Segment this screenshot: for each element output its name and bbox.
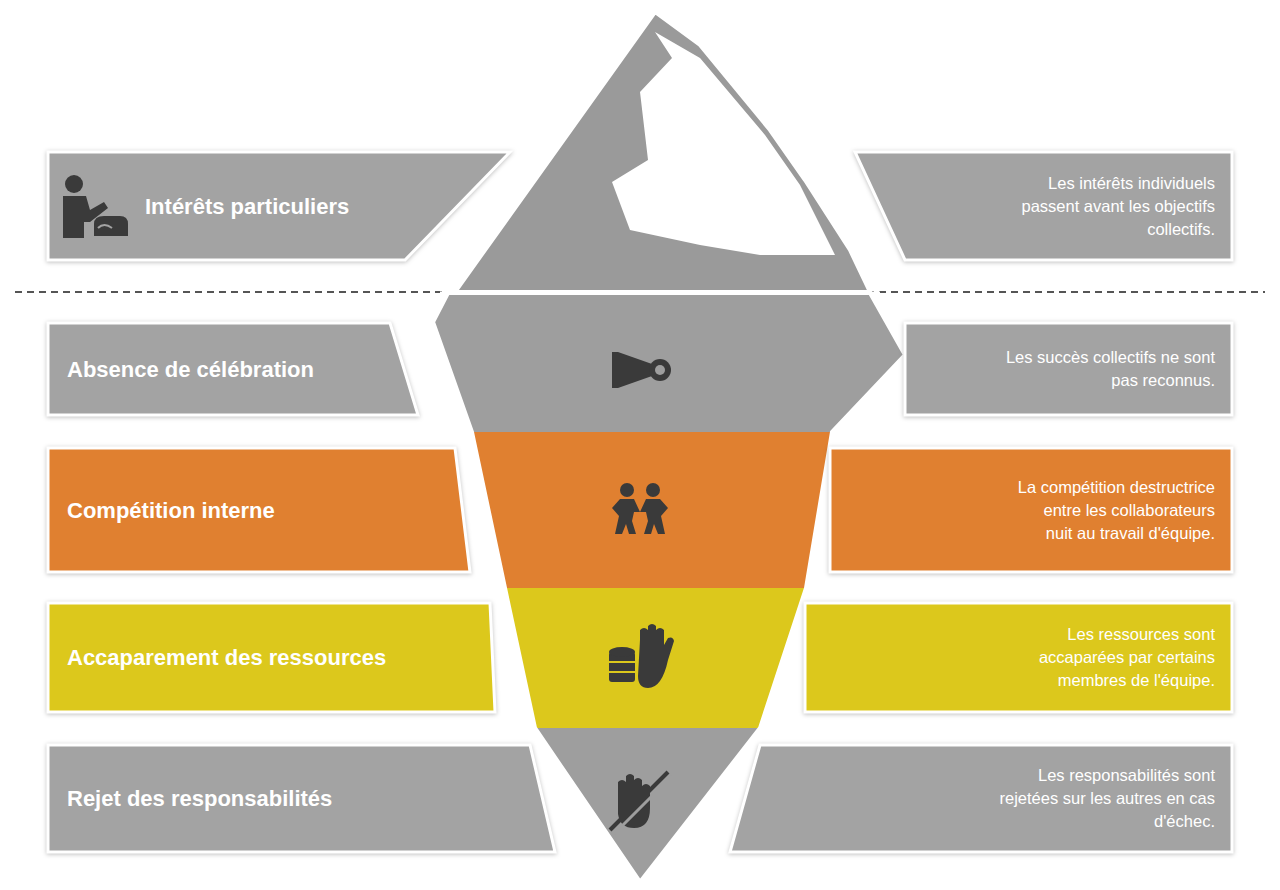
rejection-icon — [610, 772, 672, 834]
band-title: Accaparement des ressources — [67, 642, 386, 673]
band-divider — [440, 292, 880, 295]
band-fill — [48, 603, 495, 712]
band-fill — [830, 448, 1232, 572]
title-band: Rejet des responsabilités — [48, 745, 555, 852]
band-fill — [48, 448, 470, 572]
band-description: La compétition destructrice entre les co… — [1015, 476, 1215, 545]
band-fill — [48, 152, 510, 260]
band-fill — [805, 603, 1232, 712]
band-description: Les intérêts individuels passent avant l… — [1010, 172, 1215, 241]
band-fill — [855, 152, 1232, 260]
description-band: Les responsabilités sont rejetées sur le… — [730, 745, 1232, 852]
band-fill — [905, 323, 1232, 415]
title-band: Accaparement des ressources — [48, 603, 495, 712]
band-title: Intérêts particuliers — [145, 191, 349, 222]
title-band: Intérêts particuliers — [48, 152, 510, 260]
band-description: Les succès collectifs ne sont pas reconn… — [1000, 346, 1215, 392]
band-description: Les ressources sont accaparées par certa… — [1015, 623, 1215, 692]
description-band: Les succès collectifs ne sont pas reconn… — [905, 323, 1232, 415]
band-shape — [905, 323, 1232, 415]
hoarding-icon — [609, 624, 674, 688]
band-description: Les responsabilités sont rejetées sur le… — [990, 764, 1215, 833]
iceberg-snow — [612, 32, 835, 255]
band-title: Absence de célébration — [67, 354, 314, 385]
title-band: Compétition interne — [48, 448, 470, 572]
competition-icon — [612, 483, 668, 534]
person-icon — [60, 172, 130, 242]
band-fill — [48, 323, 418, 415]
band-fill — [730, 745, 1232, 852]
iceberg-tip — [455, 12, 870, 292]
description-band: Les intérêts individuels passent avant l… — [855, 152, 1232, 260]
description-band: Les ressources sont accaparées par certa… — [805, 603, 1232, 712]
band-title: Compétition interne — [67, 495, 275, 526]
description-band: La compétition destructrice entre les co… — [830, 448, 1232, 572]
band-title: Rejet des responsabilités — [67, 783, 332, 814]
horn-icon — [612, 352, 671, 388]
band-fill — [48, 745, 555, 852]
title-band: Absence de célébration — [48, 323, 418, 415]
